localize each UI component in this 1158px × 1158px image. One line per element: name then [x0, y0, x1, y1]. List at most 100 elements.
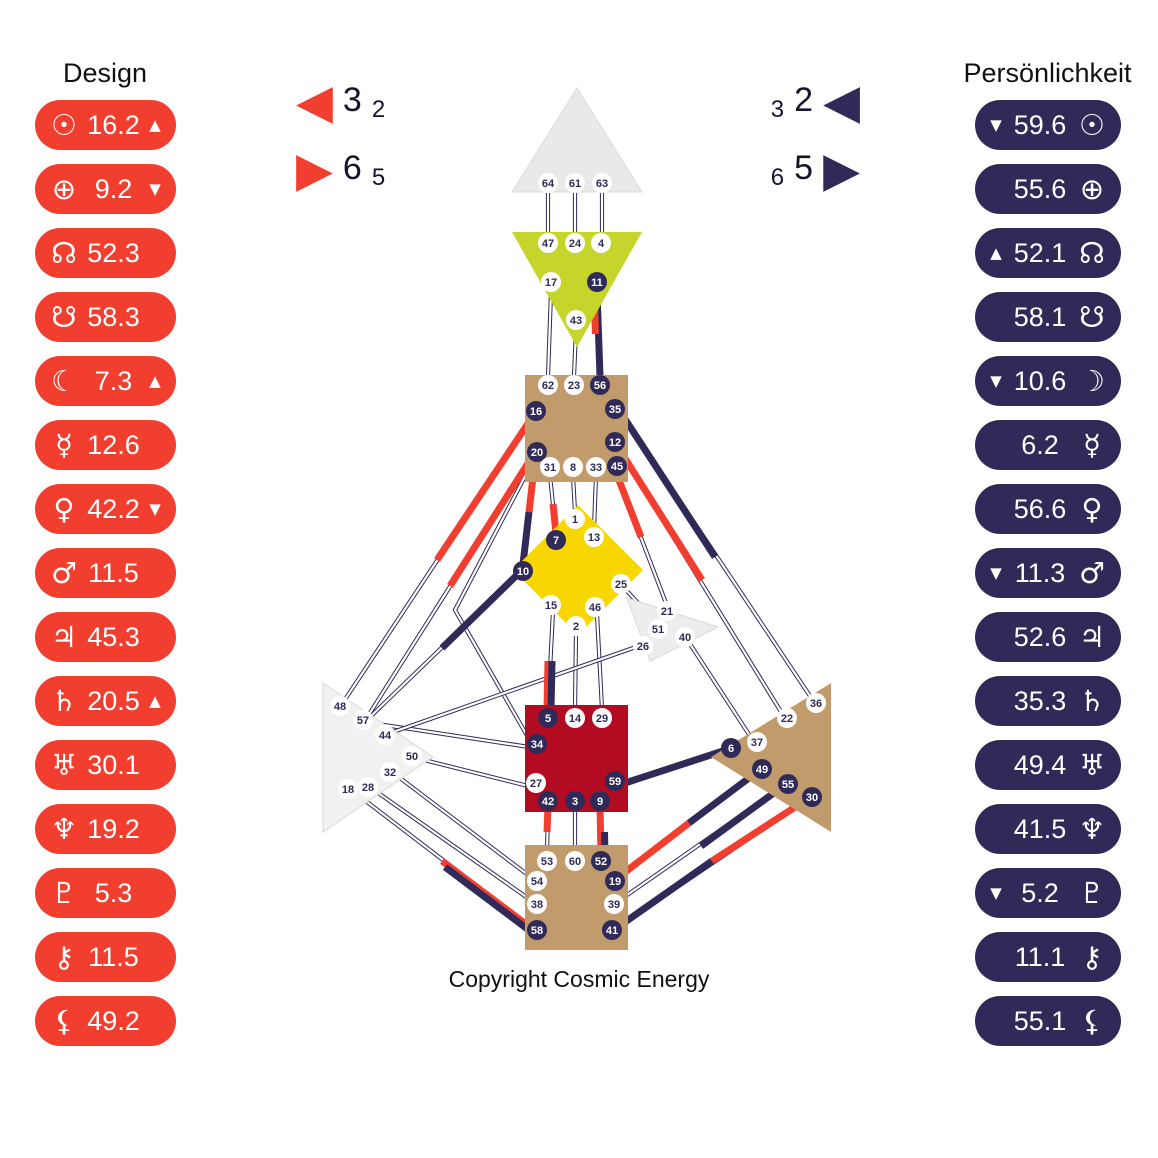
gate-circle-20	[527, 442, 547, 462]
gate-number-1: 1	[572, 514, 578, 526]
gate-line-value: 6.2	[1021, 429, 1059, 460]
gate-line-value: 55.6	[1013, 173, 1067, 204]
gate-number-34: 34	[531, 739, 544, 751]
gate-47: 47	[538, 233, 558, 253]
gate-5: 5	[538, 708, 558, 728]
personality-row-south-node: 58.1 ☋	[975, 292, 1121, 342]
gate-number-46: 46	[589, 602, 601, 614]
gate-number-49: 49	[756, 764, 768, 776]
gate-line-value: 16.2	[87, 109, 140, 140]
gate-circle-47	[538, 233, 558, 253]
gate-7: 7	[546, 530, 566, 550]
gate-circle-13	[584, 527, 604, 547]
gate-circle-62	[538, 375, 558, 395]
sun-icon: ☉	[1079, 108, 1105, 142]
personality-row-pluto: ▼5.2♇	[975, 868, 1121, 918]
gate-line-value: 52.6	[1013, 621, 1067, 652]
gate-31: 31	[540, 457, 560, 477]
gate-circle-36	[806, 693, 826, 713]
gate-line-value: 55.1	[1013, 1005, 1067, 1036]
variable-number-small: 5	[371, 164, 386, 191]
gate-number-51: 51	[652, 624, 664, 636]
gate-number-13: 13	[588, 532, 600, 544]
gate-1: 1	[565, 509, 585, 529]
design-planet-list: ☉16.2▲⊕9.2▼☊52.3☋58.3☾7.3▲☿12.6♀42.2▼♂11…	[35, 100, 176, 1046]
gate-number-26: 26	[637, 641, 649, 653]
gate-circle-3	[565, 791, 585, 811]
gate-number-7: 7	[553, 535, 559, 547]
gate-line-value: 52.3	[87, 237, 140, 268]
gate-line-value: 11.1	[1014, 941, 1066, 972]
gate-number-28: 28	[362, 782, 374, 794]
gate-30: 30	[802, 787, 822, 807]
gate-12: 12	[605, 432, 625, 452]
gate-circle-9	[590, 791, 610, 811]
design-column-header: Design	[62, 58, 148, 88]
gate-circle-27	[526, 773, 546, 793]
gate-number-16: 16	[530, 406, 542, 418]
gate-number-47: 47	[542, 238, 554, 250]
gate-line-value: 58.1	[1013, 301, 1067, 332]
gate-circle-6	[721, 738, 741, 758]
gate-circle-49	[752, 759, 772, 779]
channel-2-14	[572, 633, 579, 710]
gate-line-value: 41.5	[1013, 813, 1067, 844]
personality-variable-top: 3 2 ◀	[771, 78, 860, 134]
variable-number-big: 3	[342, 81, 362, 119]
design-row-chiron: ⚷11.5	[35, 932, 176, 982]
gate-number-17: 17	[545, 277, 557, 289]
gate-43: 43	[566, 310, 586, 330]
left-arrow-icon: ◀	[296, 74, 333, 130]
mercury-icon: ☿	[1083, 428, 1101, 462]
gate-circle-14	[565, 708, 585, 728]
gate-number-30: 30	[806, 792, 818, 804]
activation-10-57-navy	[439, 571, 521, 651]
gate-circle-28	[358, 777, 378, 797]
gate-circle-15	[541, 595, 561, 615]
gate-number-14: 14	[569, 713, 582, 725]
south-node-icon: ☋	[1079, 300, 1105, 334]
venus-icon: ♀	[1081, 492, 1103, 526]
gate-33: 33	[586, 457, 606, 477]
gate-circle-57	[353, 710, 373, 730]
channel-32-54	[394, 773, 534, 880]
gate-circle-5	[538, 708, 558, 728]
moon-icon: ☽	[1079, 364, 1105, 398]
design-row-mars: ♂11.5	[35, 548, 176, 598]
activation-39-55-navy	[698, 784, 785, 849]
gate-number-6: 6	[728, 743, 734, 755]
channel-33-13	[591, 475, 599, 530]
gate-2: 2	[566, 616, 586, 636]
pluto-icon: ♇	[1079, 876, 1105, 910]
right-arrow-icon: ▶	[296, 142, 333, 198]
personality-row-lilith: 55.1⚸	[975, 996, 1121, 1046]
mercury-icon: ☿	[55, 428, 73, 462]
gate-line-value: 56.6	[1013, 493, 1067, 524]
design-row-pluto: ♇5.3	[35, 868, 176, 918]
gate-number-45: 45	[611, 461, 623, 473]
gate-circle-51	[648, 619, 668, 639]
personality-row-uranus: 49.4♅	[975, 740, 1121, 790]
earth-icon: ⊕	[1079, 172, 1105, 206]
gate-28: 28	[358, 777, 378, 797]
personality-planet-list: ▼59.6☉55.6⊕▲52.1☊58.1☋▼10.6☽6.2☿56.6♀▼11…	[975, 100, 1121, 1046]
gate-number-55: 55	[782, 779, 794, 791]
personality-row-chiron: 11.1⚷	[975, 932, 1121, 982]
gate-number-57: 57	[357, 715, 369, 727]
gate-11: 11	[587, 272, 607, 292]
gate-number-31: 31	[544, 462, 556, 474]
gate-6: 6	[721, 738, 741, 758]
gate-circle-7	[546, 530, 566, 550]
gate-line-value: 12.6	[87, 429, 140, 460]
personality-row-sun: ▼59.6☉	[975, 100, 1121, 150]
gate-circle-2	[566, 616, 586, 636]
variable-number-small: 6	[770, 164, 785, 191]
gate-circle-50	[402, 746, 422, 766]
activation-15-5-red	[543, 660, 552, 710]
down-triangle-icon: ▼	[990, 116, 1002, 134]
gate-number-38: 38	[531, 899, 543, 911]
jupiter-icon: ♃	[51, 620, 77, 654]
gate-circle-8	[563, 457, 583, 477]
channel-34-20	[452, 462, 535, 748]
gate-18: 18	[338, 779, 358, 799]
